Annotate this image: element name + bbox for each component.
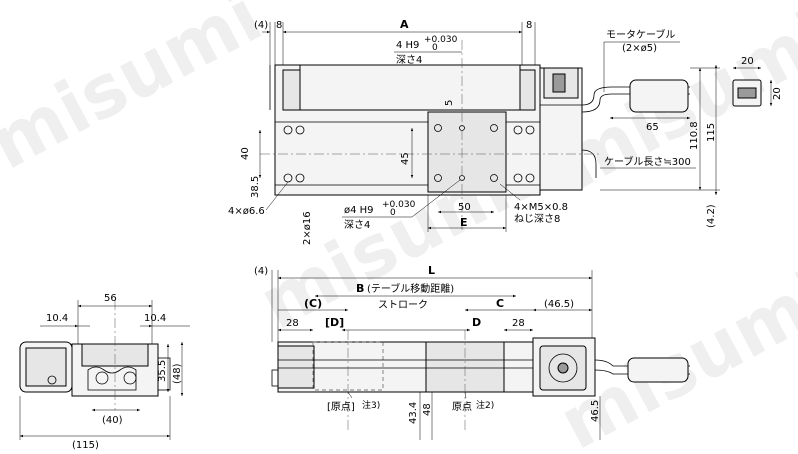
front-dim-C-left: (C) (304, 297, 322, 310)
side-dim-10-4-right: 10.4 (144, 313, 166, 324)
front-dim-D-right: D (472, 316, 481, 329)
cable-length: ケーブル長さ≒300 (604, 155, 691, 168)
motor-cable-count: (2×ø5) (622, 43, 657, 54)
top-dim-65: 65 (646, 122, 659, 133)
front-dim-B: B (356, 282, 364, 295)
side-dim-115: (115) (72, 440, 99, 451)
top-dim-40: 40 (240, 147, 251, 160)
hole-tol-plus: +0.030 (424, 35, 458, 45)
pin-spec-line1: ø4 H9 (344, 205, 374, 216)
front-dim-28-right: 28 (512, 318, 525, 329)
connector-dim-20-side: 20 (772, 87, 783, 100)
pin-tol-plus: +0.030 (382, 200, 416, 210)
top-dim-8-left: 8 (276, 20, 282, 31)
motor-cable-label: モータケーブル (606, 28, 675, 41)
hole-spec-line1: 4 H9 (396, 40, 419, 51)
pin-spec-line2: 深さ4 (344, 219, 370, 231)
top-view (260, 22, 690, 230)
origin-right-note: 注2) (476, 399, 494, 411)
front-dim-L: L (428, 264, 435, 277)
motor-cable (629, 79, 689, 113)
holes-66: 4×ø6.6 (228, 206, 265, 217)
top-rail-cover (299, 64, 521, 111)
tap-spec-line2: ねじ深さ8 (514, 213, 560, 225)
top-dim-4-2: (4.2) (706, 204, 717, 228)
side-dim-10-4-left: 10.4 (46, 313, 68, 324)
svg-text:misumi: misumi (0, 0, 275, 186)
top-dim-5: 5 (444, 100, 455, 106)
side-dim-48: (48) (172, 363, 183, 384)
origin-right: 原点 (452, 401, 472, 413)
front-dim-46-5-top: (46.5) (544, 299, 574, 310)
front-dim-43-4: 43.4 (408, 402, 419, 424)
front-dim-C-right: C (496, 297, 504, 310)
front-origin-ghost (312, 341, 384, 391)
top-dim-8-right: 8 (526, 20, 532, 31)
pin-tol-zero: 0 (390, 208, 396, 218)
top-dim-38-5: 38.5 (250, 176, 261, 198)
top-dim-45: 45 (400, 152, 411, 165)
top-dim-115: 115 (706, 123, 717, 142)
tap-spec-line1: 4×M5×0.8 (514, 202, 568, 213)
connector-dim-20-top: 20 (741, 56, 754, 67)
hole-tol-zero: 0 (432, 43, 438, 53)
top-dim-50: 50 (458, 202, 471, 213)
holes-16: 2×ø16 (302, 211, 313, 245)
top-table (427, 111, 507, 193)
stroke-label: ストローク (378, 299, 428, 311)
front-view (271, 270, 690, 430)
top-dim-110-8: 110.8 (689, 121, 700, 150)
front-dim-D-left: [D] (325, 316, 344, 329)
origin-left: [原点] (327, 401, 355, 413)
connector-view (732, 66, 773, 107)
front-dim-46-5: 46.5 (590, 400, 601, 422)
front-dim-B-note: (テーブル移動距離) (367, 282, 454, 295)
origin-left-note: 注3) (362, 399, 380, 411)
top-dim-A: A (400, 18, 409, 31)
hole-spec-line2: 深さ4 (396, 54, 422, 66)
side-dim-35-5: 35.5 (157, 360, 168, 382)
front-dim-48: 48 (422, 403, 433, 416)
top-dim-4: (4) (254, 20, 268, 31)
front-dim-28-left: 28 (286, 318, 299, 329)
front-dim-4: (4) (254, 266, 268, 277)
side-dim-56: 56 (104, 293, 117, 304)
side-dim-40: (40) (102, 415, 123, 426)
side-view (19, 300, 190, 440)
top-dim-E: E (460, 216, 468, 229)
